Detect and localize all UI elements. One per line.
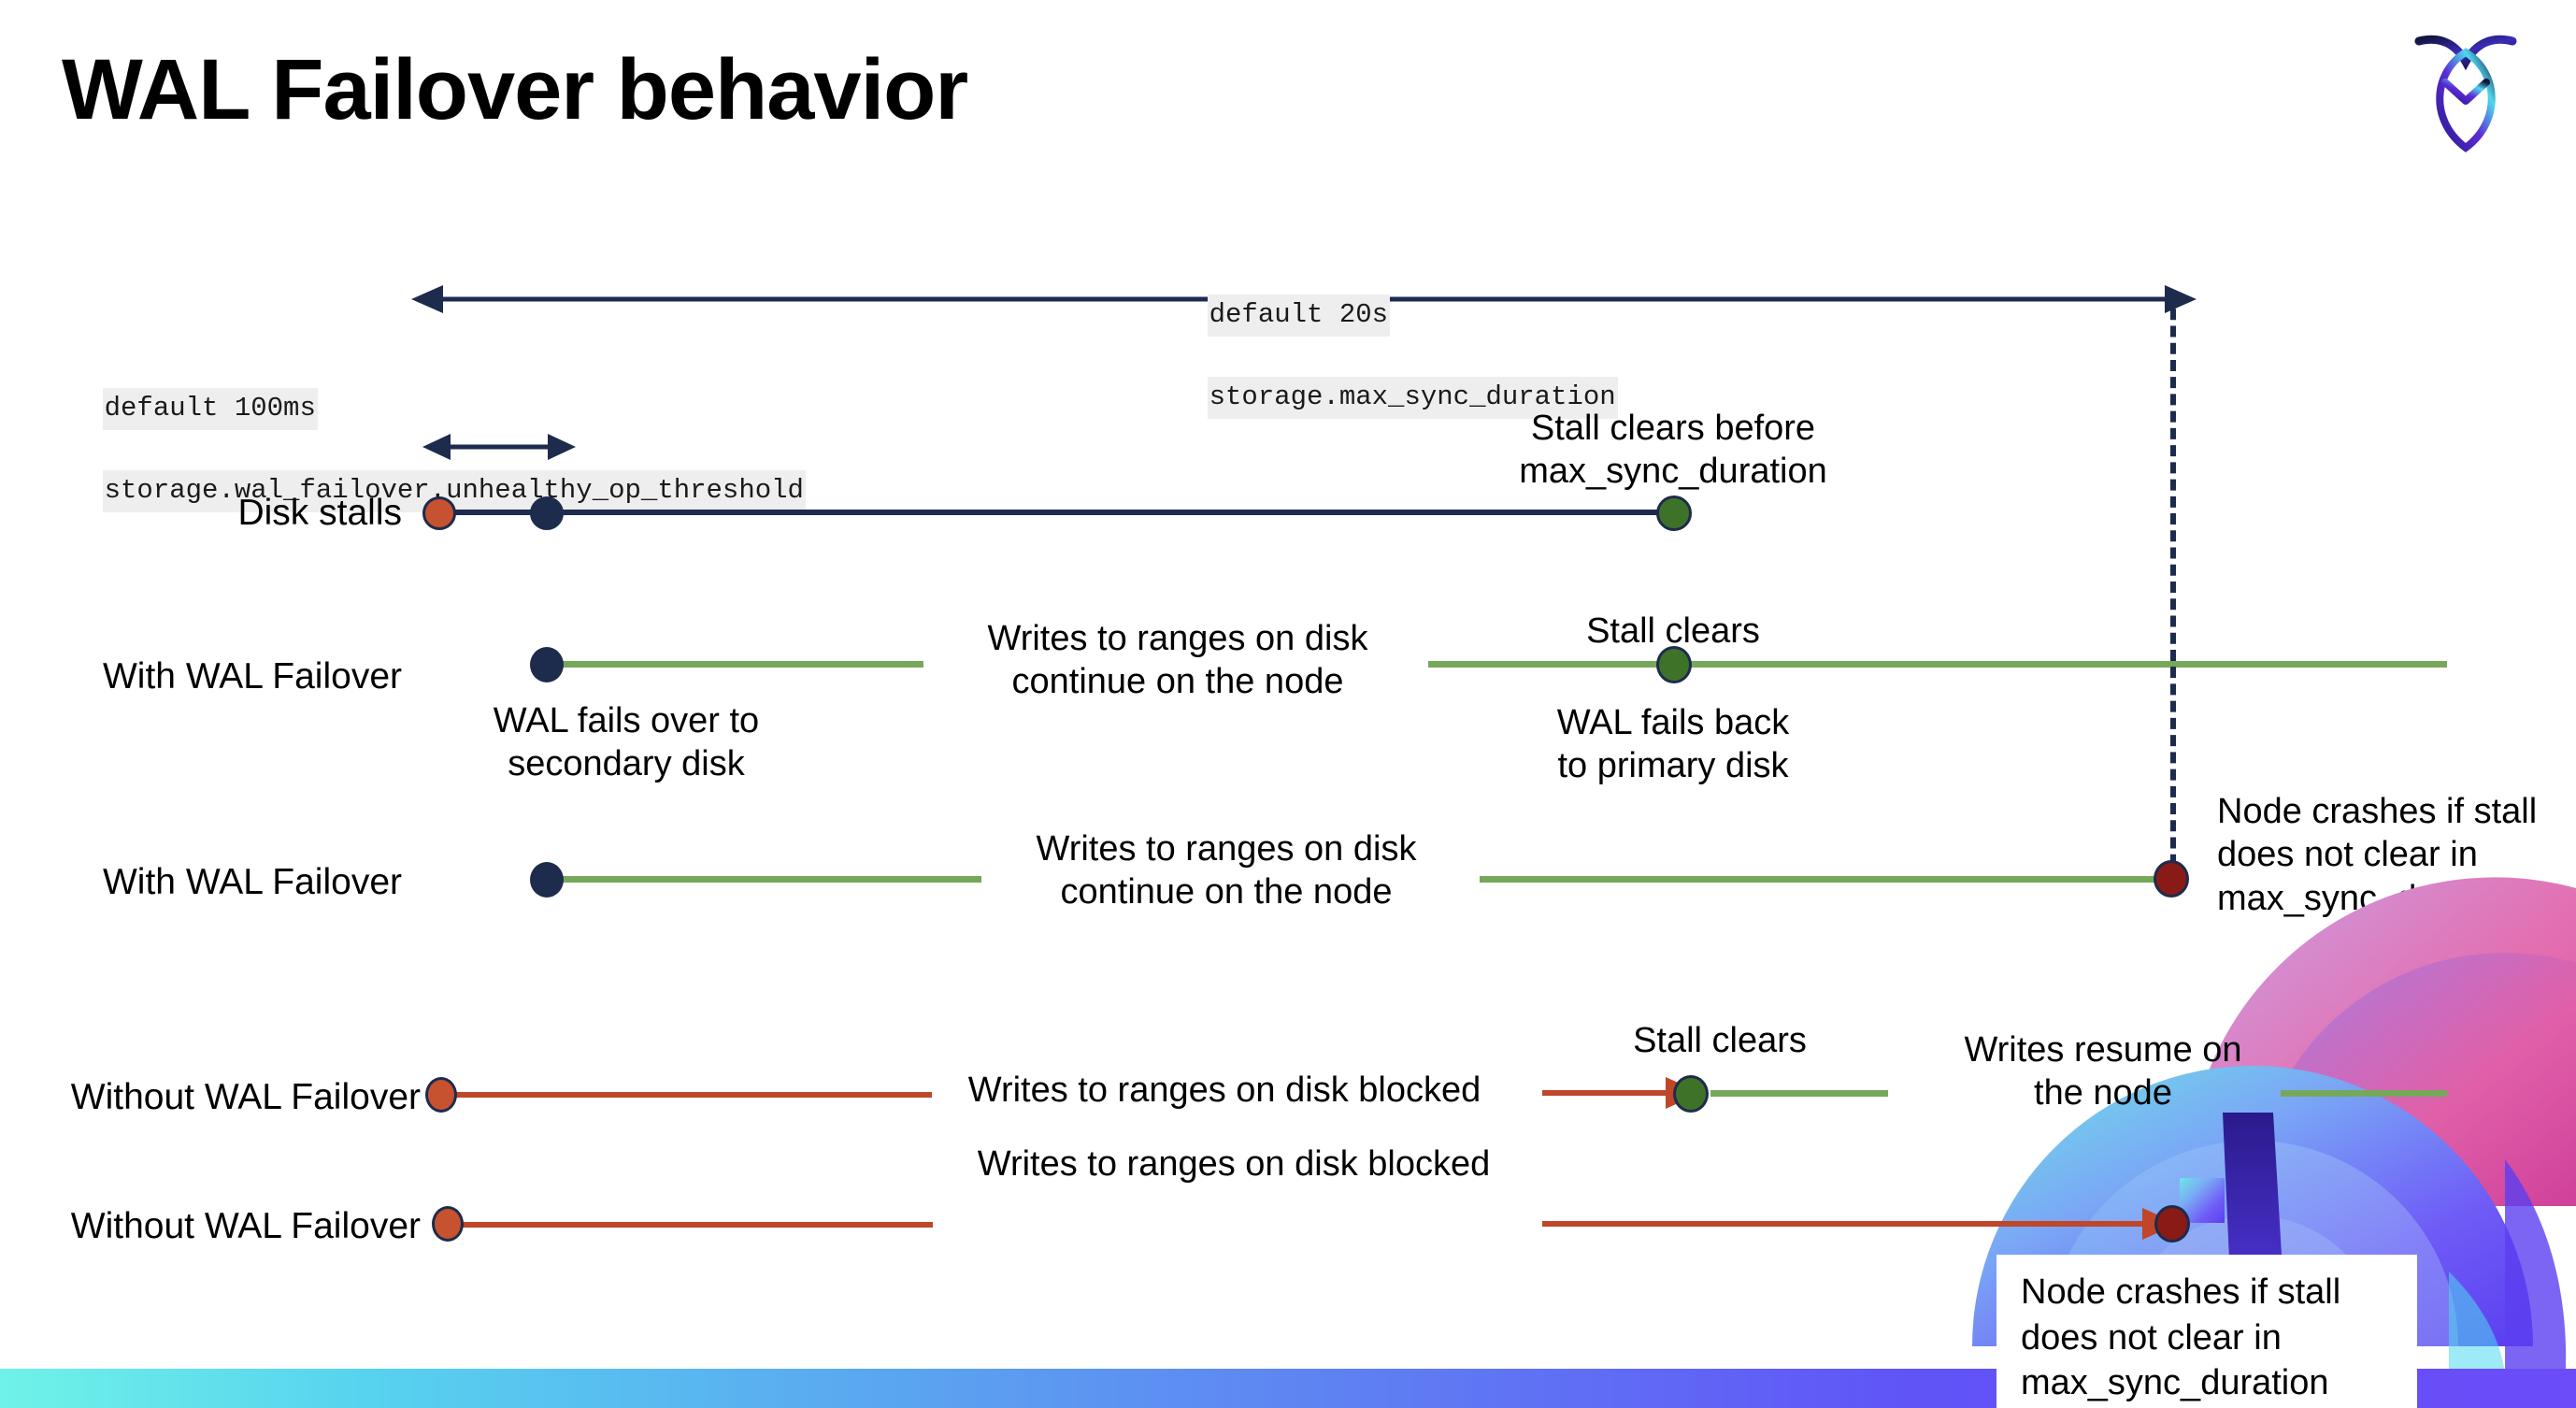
row-label-with-wal-failover-1: With WAL Failover [103, 656, 402, 697]
stall-clears-dot-row1 [1656, 496, 1692, 531]
writes-blocked-annotation-row4: Writes to ranges on disk blocked [967, 1070, 1481, 1110]
with-failover-segment-a [542, 661, 923, 668]
node-crashes-callout-row5: Node crashes if stall does not clear in … [1996, 1255, 2417, 1408]
wal-failover-trigger-dot [530, 496, 564, 530]
row-label-without-wal-failover-2: Without WAL Failover [70, 1206, 421, 1246]
stall-clears-annotation-row4: Stall clears [1633, 1021, 1807, 1060]
row-label-with-wal-failover-2: With WAL Failover [103, 862, 402, 902]
writes-continue-annotation-row3: Writes to ranges on disk continue on the… [1036, 829, 1417, 912]
max-sync-setting-text: storage.max_sync_duration [1207, 376, 1618, 419]
stall-clears-annotation-row2: Stall clears [1586, 611, 1760, 651]
without-failover-blocked-segment-b [447, 1222, 933, 1228]
disk-stall-start-dot-row4 [425, 1077, 457, 1113]
without-failover-blocked-segment-a [441, 1092, 932, 1098]
max-sync-duration-dashed-connector [2170, 292, 2176, 883]
node-crash-dot-row5 [2154, 1205, 2190, 1243]
stall-clears-dot-row4 [1673, 1075, 1709, 1113]
disk-stalls-timeline [439, 510, 1673, 515]
page-title: WAL Failover behavior [62, 42, 968, 137]
row-label-without-wal-failover-1: Without WAL Failover [70, 1077, 421, 1117]
writes-resume-annotation-row4: Writes resume on the node [1964, 1030, 2242, 1113]
wal-fails-over-dot [530, 647, 564, 682]
node-crash-dot-row3 [2154, 860, 2189, 898]
writes-blocked-annotation-row5: Writes to ranges on disk blocked [977, 1144, 1491, 1184]
cockroachdb-logo-icon [2410, 24, 2522, 155]
row-label-disk-stalls: Disk stalls [237, 493, 402, 533]
wal-fails-over-annotation: WAL fails over to secondary disk [493, 701, 760, 784]
without-failover-resume-segment-a [1710, 1090, 1888, 1097]
without-failover-resume-segment-b [2281, 1090, 2447, 1097]
disk-stall-start-dot-row5 [432, 1206, 464, 1242]
with-failover-crash-segment-b [1480, 876, 2176, 883]
unhealthy-op-default-text: default 100ms [102, 387, 318, 430]
wal-fails-back-annotation: WAL fails back to primary disk [1556, 703, 1790, 786]
node-crashes-annotation-row3: Node crashes if stall does not clear in … [2217, 792, 2538, 918]
node-crashes-callout-text: Node crashes if stall does not clear in … [2021, 1272, 2341, 1403]
max-sync-duration-label: default 20s storage.max_sync_duration [1142, 254, 1618, 459]
with-failover-crash-segment-a [542, 876, 981, 883]
without-failover-crash-arrow-row5 [1542, 1204, 2178, 1243]
with-failover-segment-b [1428, 661, 2447, 668]
writes-continue-annotation-row2: Writes to ranges on disk continue on the… [987, 619, 1368, 702]
wal-fails-over-dot-row3 [530, 862, 564, 898]
max-sync-default-text: default 20s [1207, 294, 1391, 337]
disk-stall-start-dot [422, 496, 456, 530]
stall-clears-dot-row2 [1656, 646, 1692, 683]
stall-clears-before-max-sync-annotation: Stall clears before max_sync_duration [1519, 409, 1827, 492]
